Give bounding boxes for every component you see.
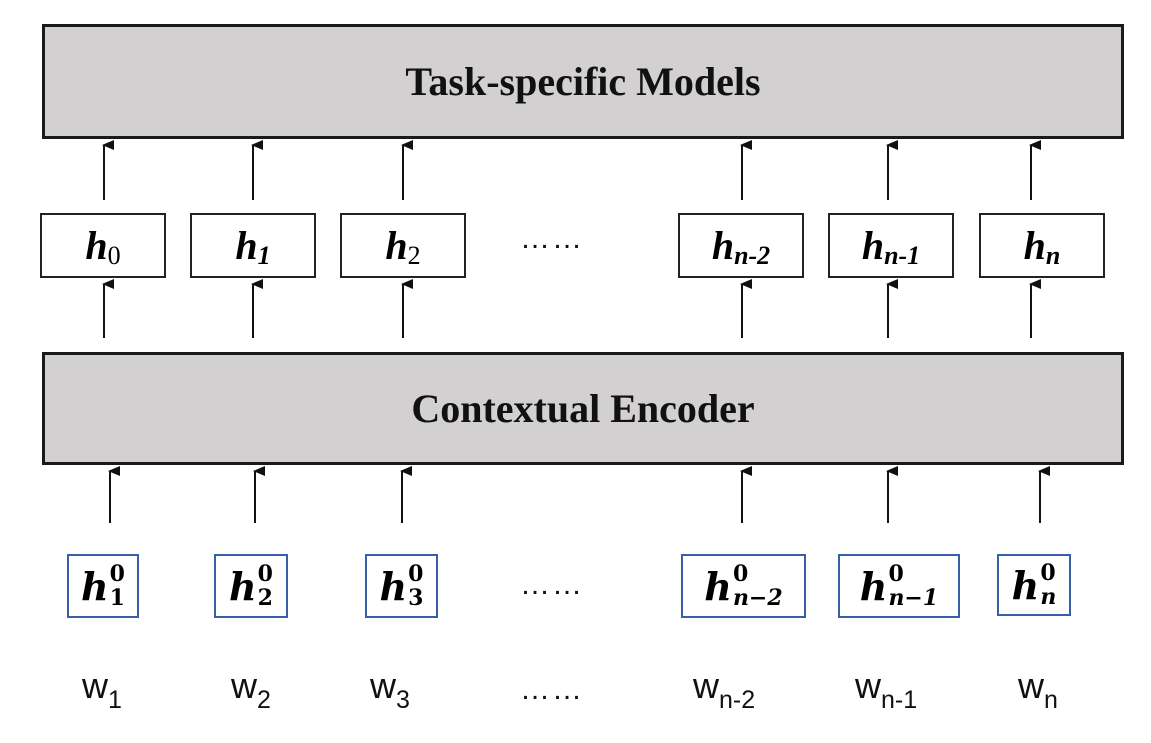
embedding-symbol: h bbox=[81, 563, 109, 609]
hidden-state-symbol: h bbox=[85, 223, 108, 268]
word-subscript: n-2 bbox=[719, 686, 756, 714]
word-ellipsis: …… bbox=[520, 673, 584, 706]
embedding-superscript: 0 bbox=[109, 561, 125, 587]
word-subscript: 3 bbox=[396, 686, 410, 714]
embedding-subscript: 1 bbox=[109, 585, 125, 611]
word-subscript: n bbox=[1044, 686, 1058, 714]
hidden-state-symbol: h bbox=[1023, 223, 1046, 268]
hidden-state-subscript: n-2 bbox=[734, 240, 771, 270]
embedding-subscript: 3 bbox=[408, 585, 424, 611]
embedding-superscript: 0 bbox=[732, 561, 749, 587]
task-specific-models-block: Task-specific Models bbox=[42, 24, 1124, 139]
input-word: wn bbox=[1018, 665, 1058, 714]
word-symbol: w bbox=[231, 665, 257, 706]
input-word: w2 bbox=[231, 665, 271, 714]
word-symbol: w bbox=[1018, 665, 1044, 706]
embedding-symbol: h bbox=[1011, 562, 1040, 608]
hidden-state-ellipsis: …… bbox=[520, 222, 584, 255]
word-subscript: n-1 bbox=[881, 686, 918, 714]
contextual-encoder-block: Contextual Encoder bbox=[42, 352, 1124, 465]
embedding-superscript: 0 bbox=[888, 561, 904, 587]
word-symbol: w bbox=[370, 665, 396, 706]
input-word: wn-1 bbox=[855, 665, 917, 714]
embedding-superscript: 0 bbox=[1040, 560, 1056, 586]
hidden-state-symbol: h bbox=[235, 223, 258, 268]
contextual-encoder-label: Contextual Encoder bbox=[411, 386, 755, 431]
word-subscript: 1 bbox=[108, 686, 122, 714]
hidden-state-symbol: h bbox=[711, 223, 735, 268]
embedding-subscript: 2 bbox=[257, 585, 273, 611]
embedding-subscript: n−2 bbox=[732, 585, 783, 611]
embedding-subscript: n bbox=[1040, 584, 1057, 610]
input-word: wn-2 bbox=[693, 665, 755, 714]
hidden-state-subscript: n bbox=[1045, 240, 1061, 270]
hidden-state-subscript: 0 bbox=[107, 240, 121, 270]
hidden-state-symbol: h bbox=[861, 223, 885, 268]
embedding-ellipsis: …… bbox=[520, 568, 584, 601]
embedding-symbol: h bbox=[704, 563, 732, 609]
hidden-state-subscript: 2 bbox=[407, 240, 421, 270]
embedding-superscript: 0 bbox=[257, 561, 273, 587]
word-symbol: w bbox=[82, 665, 108, 706]
word-subscript: 2 bbox=[257, 686, 271, 714]
hidden-state-subscript: n-1 bbox=[884, 240, 921, 270]
task-specific-models-label: Task-specific Models bbox=[405, 59, 761, 104]
hidden-state-symbol: h bbox=[385, 223, 408, 268]
embedding-superscript: 0 bbox=[408, 561, 424, 587]
word-symbol: w bbox=[855, 665, 881, 706]
embedding-symbol: h bbox=[229, 563, 257, 609]
input-word: w1 bbox=[82, 665, 122, 714]
word-symbol: w bbox=[693, 665, 719, 706]
embedding-subscript: n−1 bbox=[888, 585, 939, 611]
input-word: w3 bbox=[370, 665, 410, 714]
embedding-symbol: h bbox=[859, 563, 888, 609]
hidden-state-subscript: 1 bbox=[257, 240, 271, 270]
embedding-symbol: h bbox=[379, 563, 408, 609]
